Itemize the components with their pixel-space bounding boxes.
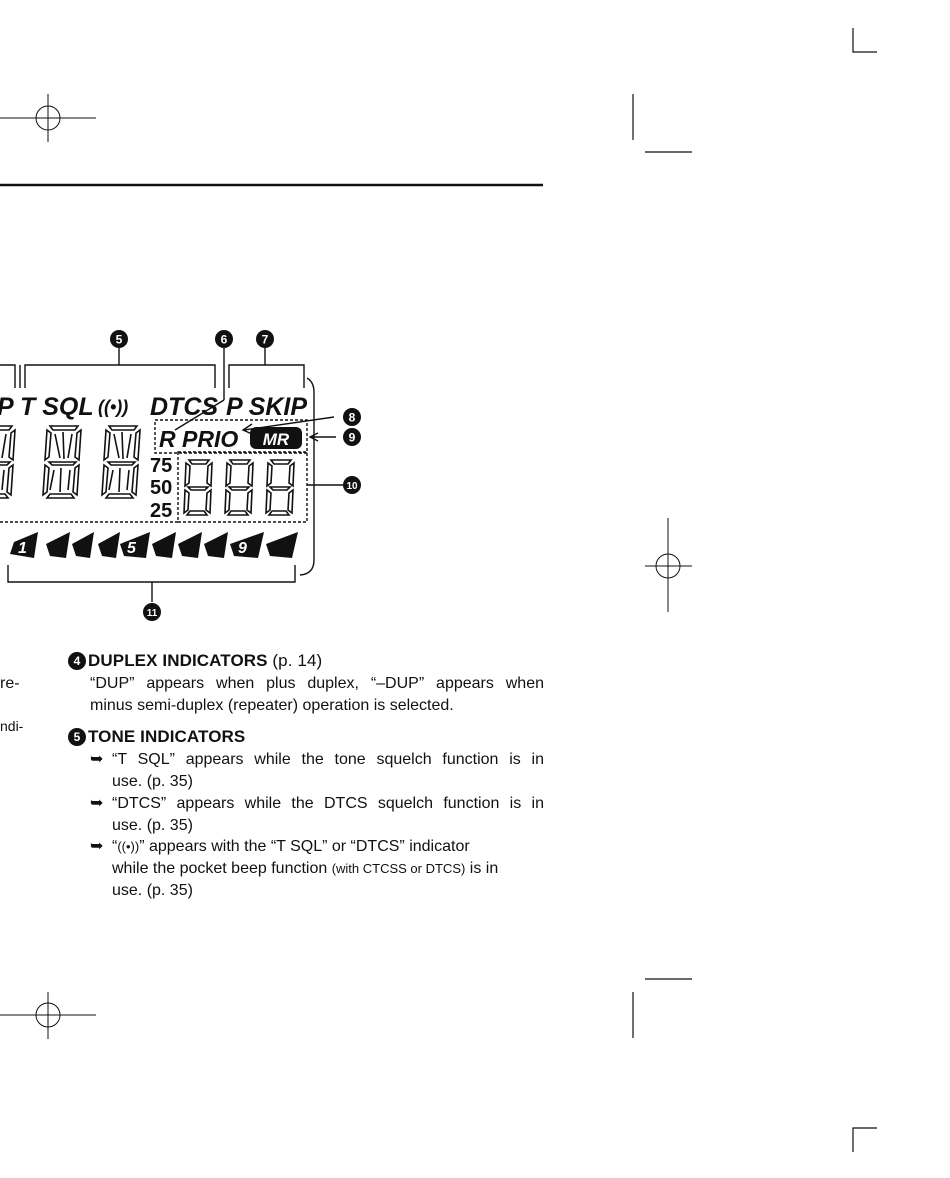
bargraph-number-1: 1 [18,540,27,557]
bargraph-number-5: 5 [127,540,137,557]
arrow-bullet-icon: ➥ [90,795,104,812]
lcd-display-illustration: 5 6 7 8 9 10 11 P T SQL ((•)) DTCS P SKI… [0,330,361,621]
section-4-line-2: minus semi-duplex (repeater) operation i… [90,697,454,714]
crosshair-mark-right [645,518,692,612]
svg-text:10: 10 [346,481,358,492]
svg-text:5: 5 [116,333,123,347]
callout-6: 6 [215,330,233,348]
section-4-page-ref: (p. 14) [272,651,323,670]
channel-digits [183,459,295,516]
arrow-bullet-icon: ➥ [90,751,104,768]
callout-5: 5 [110,330,128,348]
svg-text:7: 7 [262,333,269,347]
section-4-line-1: “DUP” appears when plus duplex, “–DUP” a… [90,675,544,692]
bullet-3-line-3: use. (p. 35) [112,882,193,899]
svg-text:9: 9 [349,431,356,445]
arrow-bullet-icon: ➥ [90,838,104,855]
bullet-1-line-2: use. (p. 35) [112,773,193,790]
bullet-2-line-1: “DTCS” appears while the DTCS squelch fu… [112,795,544,812]
list-item: ➥ “DTCS” appears while the DTCS squelch … [90,793,544,837]
indicator-pocket-beep: ((•)) [98,397,128,417]
svg-text:8: 8 [349,411,356,425]
pocket-beep-icon: ((•)) [117,839,140,854]
section-4-title: DUPLEX INDICATORS [88,651,268,670]
cut-text-2: ndi- [0,718,24,734]
crosshair-mark-top [0,94,96,142]
bullet-3-line-1: “((•))” appears with the “T SQL” or “DTC… [112,838,470,855]
indicator-dtcs: DTCS [150,393,218,421]
list-item: ➥ “((•))” appears with the “T SQL” or “D… [90,836,544,902]
bullet-2-line-2: use. (p. 35) [112,817,193,834]
step-50: 50 [150,477,172,499]
indicator-t-sql: T SQL [20,393,94,421]
indicator-p-skip: P SKIP [226,393,307,421]
indicator-r: R [159,426,176,452]
indicator-p-left: P [0,393,14,421]
crop-marks [632,28,877,1152]
callout-8: 8 [343,408,361,426]
bullet-1-line-1: “T SQL” appears while the tone squelch f… [112,751,544,768]
callout-9: 9 [343,428,361,446]
indicator-prio: PRIO [182,426,238,452]
callout-10: 10 [343,476,361,494]
section-4-body: “DUP” appears when plus duplex, “–DUP” a… [90,673,544,717]
callout-7: 7 [256,330,274,348]
callout-11: 11 [143,603,161,621]
step-25: 25 [150,500,172,522]
bullet-3-line-2: while the pocket beep function (with CTC… [112,860,499,877]
indicator-mr-badge: MR [250,427,302,449]
main-digits [0,425,141,499]
cut-text-1: re- [0,675,20,692]
indicator-mr: MR [263,430,290,449]
section-5-title: TONE INDICATORS [88,727,246,746]
section-5-number: 5 [68,728,86,746]
svg-text:6: 6 [221,333,228,347]
bargraph-number-9: 9 [238,540,247,557]
crosshair-mark-bottom [0,992,96,1039]
list-item: ➥ “T SQL” appears while the tone squelch… [90,749,544,793]
section-4-number: 4 [68,652,86,670]
svg-text:11: 11 [147,608,158,619]
bargraph: 1 5 9 [10,532,298,558]
step-75: 75 [150,455,172,477]
